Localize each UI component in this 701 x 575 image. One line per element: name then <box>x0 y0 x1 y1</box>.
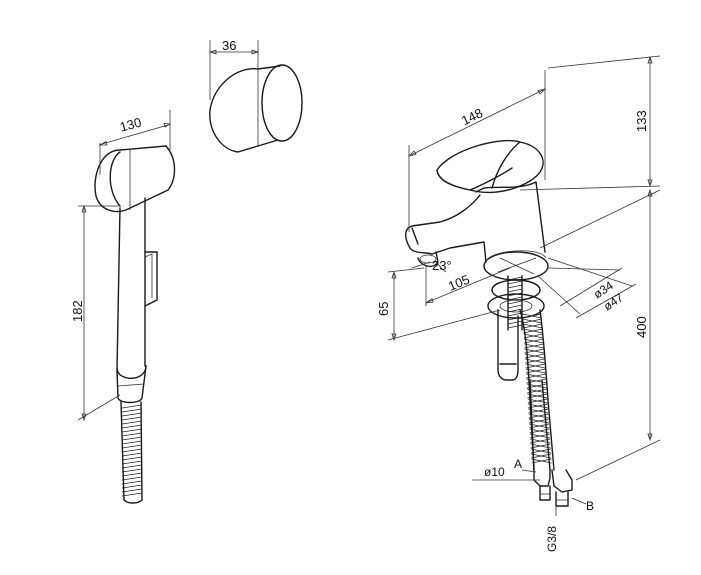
spout-height-label: 65 <box>376 302 391 316</box>
supply-hose-left <box>497 309 519 381</box>
faucet-top-height-label: 133 <box>634 110 649 132</box>
faucet-body <box>405 139 549 281</box>
supply-length-dimension: 400 <box>539 188 661 481</box>
mounting-stud <box>507 275 523 331</box>
spout-angle-label: 23° <box>432 258 452 273</box>
hose-b-callout: B <box>571 497 594 513</box>
spout-angle-dimension: 23° <box>411 258 452 273</box>
supply-hose-braided <box>519 309 555 471</box>
base-diameter-dimension: ø34 ø47 <box>537 257 637 319</box>
handset-head-label: 130 <box>118 115 143 135</box>
spout-height-dimension: 65 <box>376 267 501 342</box>
hose-b-label: B <box>586 499 594 513</box>
thread-callout: G3/8 <box>545 506 559 552</box>
hose-diameter-label: ø10 <box>484 465 505 479</box>
thread-label: G3/8 <box>545 526 559 552</box>
mounting-washer <box>487 279 545 319</box>
handset-hose <box>120 401 143 504</box>
faucet-length-dimension: 148 <box>407 70 547 232</box>
handset-head-dimension: 130 <box>98 110 172 175</box>
cap-width-label: 36 <box>222 38 236 53</box>
hose-a-label: A <box>514 457 522 471</box>
hand-shower <box>94 145 176 404</box>
faucet-top-height-dimension: 133 <box>519 55 661 191</box>
cap-width-dimension: 36 <box>208 38 260 100</box>
supply-length-label: 400 <box>634 316 649 338</box>
hose-fittings <box>533 469 573 507</box>
handset-height-dimension: 182 <box>70 204 121 422</box>
faucet-length-label: 148 <box>459 105 485 128</box>
spout-reach-label: 105 <box>446 272 472 294</box>
end-cap <box>209 64 303 153</box>
hose-diameter-callout: ø10 A <box>472 457 540 481</box>
handset-height-label: 182 <box>70 300 85 322</box>
